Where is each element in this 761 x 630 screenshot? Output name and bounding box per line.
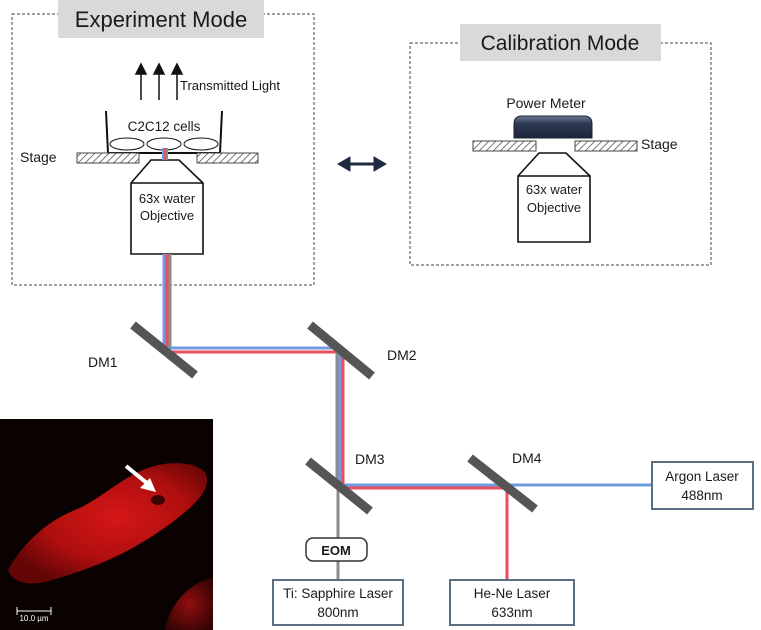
experiment-mode-title-bg bbox=[58, 0, 264, 38]
scale-bar-label: 10.0 µm bbox=[19, 614, 48, 623]
calibration-mode-title: Calibration Mode bbox=[481, 32, 640, 55]
objective-label-line1: 63x water bbox=[139, 191, 196, 206]
dm1-label: DM1 bbox=[88, 354, 118, 370]
beam-upper bbox=[162, 148, 168, 160]
argon-label-line2: 488nm bbox=[681, 488, 722, 503]
mode-switch-arrow bbox=[337, 156, 387, 172]
objective-experiment bbox=[130, 159, 204, 255]
stage-right bbox=[196, 152, 259, 164]
experiment-mode-panel: Experiment Mode Transmitted Light C2C12 … bbox=[11, 0, 315, 286]
dm3-label: DM3 bbox=[355, 451, 385, 467]
stage-left bbox=[76, 152, 140, 164]
hene-label-line2: 633nm bbox=[491, 605, 532, 620]
nucleus-spot bbox=[151, 495, 165, 505]
dm2-label: DM2 bbox=[387, 347, 417, 363]
cal-stage-right bbox=[574, 140, 638, 152]
transmitted-light-label: Transmitted Light bbox=[180, 78, 280, 93]
mirror-dm4 bbox=[467, 454, 538, 513]
calibration-mode-panel: Calibration Mode Power Meter Stage 63x w… bbox=[409, 24, 712, 266]
mirror-dm3 bbox=[305, 457, 373, 515]
cal-stage-label: Stage bbox=[641, 136, 678, 152]
cell-body bbox=[8, 463, 208, 584]
objective-calibration bbox=[517, 152, 591, 243]
eom-label: EOM bbox=[321, 543, 351, 558]
ti-sapphire-laser-box: Ti: Sapphire Laser 800nm bbox=[272, 579, 404, 626]
cal-stage-left bbox=[472, 140, 537, 152]
beam-paths bbox=[162, 254, 652, 580]
mirror-dm1 bbox=[130, 321, 198, 379]
power-meter bbox=[513, 115, 593, 139]
argon-label-line1: Argon Laser bbox=[665, 469, 739, 484]
eom-box: EOM bbox=[305, 537, 368, 562]
dm4-label: DM4 bbox=[512, 450, 542, 466]
cal-objective-label-line2: Objective bbox=[527, 200, 581, 215]
objective-label-line2: Objective bbox=[140, 208, 194, 223]
cell-body-lower bbox=[165, 578, 213, 630]
cal-objective-label-line1: 63x water bbox=[526, 182, 583, 197]
transmitted-light-arrows bbox=[134, 62, 184, 100]
arrow-pointer bbox=[124, 464, 156, 492]
scale-bar bbox=[16, 607, 52, 615]
calibration-mode-title-bg bbox=[460, 24, 661, 61]
stage-label: Stage bbox=[20, 149, 57, 165]
power-meter-label: Power Meter bbox=[506, 95, 586, 111]
experiment-mode-title: Experiment Mode bbox=[75, 7, 247, 32]
ti-sapphire-label-line2: 800nm bbox=[317, 605, 358, 620]
hene-label-line1: He-Ne Laser bbox=[474, 586, 551, 601]
mirror-dm2 bbox=[307, 321, 375, 380]
hene-laser-box: He-Ne Laser 633nm bbox=[449, 579, 575, 626]
ti-sapphire-label-line1: Ti: Sapphire Laser bbox=[283, 586, 393, 601]
cells-label: C2C12 cells bbox=[128, 119, 201, 134]
micrograph: 10.0 µm bbox=[0, 419, 213, 630]
mirrors bbox=[130, 321, 538, 515]
argon-laser-box: Argon Laser 488nm bbox=[651, 461, 754, 510]
